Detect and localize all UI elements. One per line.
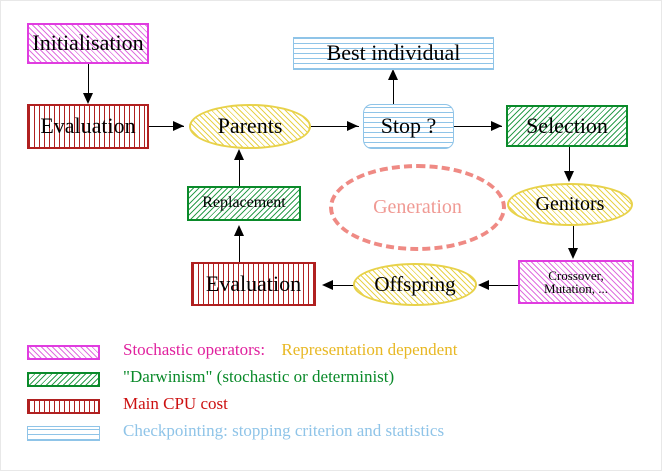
arrowhead-replacement-parents [234, 149, 244, 160]
arrowhead-offspring-evaluation [322, 280, 333, 290]
arrowhead-evaluation-replacement [234, 225, 244, 236]
edge-evaluation-replacement [239, 229, 240, 263]
edge-crossover-offspring [484, 285, 520, 286]
node-evaluation-top-label: Evaluation [40, 113, 136, 139]
node-initialisation[interactable]: Initialisation [27, 23, 149, 64]
legend-label-checkpointing: Checkpointing: stopping criterion and st… [123, 421, 445, 440]
node-genitors[interactable]: Genitors [507, 183, 633, 226]
edge-offspring-evaluation [331, 285, 361, 286]
node-evaluation-bottom-label: Evaluation [205, 270, 302, 296]
node-selection-label: Selection [526, 112, 608, 138]
legend-row-darwinism: "Darwinism" (stochastic or determinist) [1, 367, 662, 393]
node-selection[interactable]: Selection [506, 105, 628, 147]
node-offspring[interactable]: Offspring [353, 263, 477, 306]
node-replacement-label: Replacement [202, 194, 286, 212]
node-stop-label: Stop ? [380, 113, 437, 139]
legend-label-main-cpu-cost: Main CPU cost [123, 394, 228, 413]
node-genitors-label: Genitors [535, 193, 605, 216]
node-evaluation-bottom[interactable]: Evaluation [191, 262, 316, 306]
edge-genitors-crossover [573, 226, 574, 250]
legend-swatch-blue-horizontal-hatch [27, 426, 100, 441]
legend: Stochastic operators: Representation dep… [1, 337, 662, 441]
arrowhead-initialisation-evaluation [83, 93, 93, 104]
arrowhead-stop-best-individual [388, 69, 398, 80]
node-replacement[interactable]: Replacement [187, 186, 301, 221]
node-best-individual-label: Best individual [326, 40, 461, 66]
edge-parents-stop [311, 126, 359, 127]
legend-row-stochastic: Stochastic operators: Representation dep… [1, 340, 662, 366]
edge-selection-genitors [569, 147, 570, 175]
edge-replacement-parents [239, 156, 240, 187]
arrowhead-stop-selection [491, 121, 502, 131]
node-best-individual[interactable]: Best individual [293, 37, 494, 70]
edge-initialisation-evaluation [88, 64, 89, 96]
legend-swatch-green-diagonal-hatch [27, 372, 100, 387]
legend-row-cpu-cost: Main CPU cost [1, 394, 662, 420]
legend-label-darwinism: "Darwinism" (stochastic or determinist) [123, 367, 395, 386]
arrowhead-evaluation-parents [173, 121, 184, 131]
arrowhead-parents-stop [347, 121, 358, 131]
arrowhead-genitors-crossover [568, 248, 578, 259]
arrowhead-selection-genitors [564, 171, 574, 182]
node-parents-label: Parents [217, 113, 283, 139]
node-generation-label: Generation [373, 196, 462, 218]
node-evaluation-top[interactable]: Evaluation [27, 104, 149, 149]
legend-swatch-magenta-diagonal-hatch [27, 345, 100, 360]
legend-row-checkpointing: Checkpointing: stopping criterion and st… [1, 421, 662, 447]
node-crossover-label-line1: Crossover, [548, 267, 604, 283]
edge-stop-best-individual [393, 71, 394, 104]
legend-text-stochastic: Stochastic operators: Representation dep… [123, 340, 457, 360]
node-offspring-label: Offspring [374, 271, 456, 296]
legend-label-stochastic-operators: Stochastic operators: [123, 340, 266, 359]
edge-stop-selection [454, 126, 502, 127]
arrowhead-crossover-offspring [478, 280, 489, 290]
legend-swatch-red-vertical-hatch [27, 399, 100, 414]
node-initialisation-label: Initialisation [32, 30, 144, 56]
node-crossover-mutation[interactable]: Crossover, Mutation, ... [518, 260, 634, 304]
node-stop[interactable]: Stop ? [363, 104, 454, 149]
legend-label-representation-dependent: Representation dependent [281, 340, 458, 359]
edge-evaluation-parents [149, 126, 184, 127]
node-crossover-label-line2: Mutation, ... [544, 281, 608, 296]
node-generation: Generation [329, 164, 506, 251]
node-parents[interactable]: Parents [189, 104, 311, 149]
